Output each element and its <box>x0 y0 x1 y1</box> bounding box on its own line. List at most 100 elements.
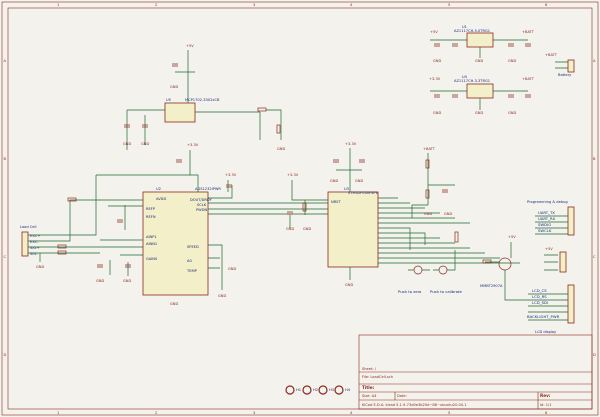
gnd-label: GND <box>424 212 432 216</box>
gnd-label: GND <box>475 59 483 63</box>
col-marker: 4 <box>350 3 353 7</box>
net-nrst: NRST <box>331 200 341 204</box>
gnd-label: GND <box>303 227 311 231</box>
gnd-label: GND <box>218 294 226 298</box>
gnd-label: GND <box>475 111 483 115</box>
row-marker: D <box>4 353 7 357</box>
power-3v3: +3.3V <box>429 77 441 81</box>
lcd-header: LCD_CS LCD_RS LCD_SDI BACKLIGHT_PWR LCD … <box>527 284 575 334</box>
net-a0: A0 <box>187 259 192 263</box>
row-marker: A <box>593 59 596 63</box>
row-marker: B <box>593 157 596 161</box>
row-marker: A <box>4 59 7 63</box>
gnd-label: GND <box>170 85 178 89</box>
net-uart-rx: UART_RX <box>538 216 556 221</box>
gnd-label: GND <box>228 267 236 271</box>
power-3v3: +3.3V <box>187 143 199 147</box>
ldo-section: U5 MCP1702-3302xCB +5V GND GND GND GND <box>123 44 285 151</box>
net-lcd-cs: LCD_CS <box>532 288 547 293</box>
adc-section: U2 ADS1232IPWR DOUT/DRDY SCLK PWDN AINP1… <box>96 143 330 306</box>
gnd-label: GND <box>123 279 131 283</box>
tb-rev: Rev: <box>540 393 551 398</box>
row-marker: D <box>593 353 596 357</box>
tb-sheet: Sheet: / <box>362 367 377 371</box>
col-marker: 3 <box>253 411 255 415</box>
hole-icon <box>318 385 328 395</box>
zero-button <box>413 265 423 275</box>
mcu-u3 <box>327 191 379 268</box>
batt-sense: +BATT GND GND <box>411 147 455 218</box>
prog-header: Programming & debug UART_TX UART_RX SWDI… <box>527 200 575 236</box>
adc-u2 <box>142 191 209 296</box>
net-dout: DOUT/DRDY <box>190 198 212 202</box>
calibrate-button <box>438 265 448 275</box>
net-sclk: SCLK <box>197 203 207 207</box>
tb-file: File: LoadCell.sch <box>362 375 393 379</box>
col-marker: 2 <box>155 3 157 7</box>
hole-icon <box>302 385 312 395</box>
tb-date: Date: <box>397 394 407 398</box>
net-gain: GAIN0 <box>146 257 158 261</box>
power-batt: +BATT <box>522 30 535 34</box>
loadcell-pin: EXC+ <box>30 233 41 238</box>
hole-icon <box>334 385 344 395</box>
mounting-holes: H1 H2 H3 H4 <box>285 385 351 395</box>
power-3v3: +3.3V <box>287 173 299 177</box>
regulator-u4 <box>466 83 494 99</box>
u3-ref: U3 <box>344 187 349 191</box>
col-marker: 4 <box>350 411 353 415</box>
col-marker: 6 <box>545 411 548 415</box>
u3-value: STM32F030F4Px <box>348 191 379 195</box>
hole-label: H3 <box>329 388 334 392</box>
button-section: Push to zero Push to calibrate MMBT2907A… <box>398 231 567 301</box>
power-5v: +5V <box>508 235 516 239</box>
power-3v3: +3.3V <box>225 173 237 177</box>
gnd-label: GND <box>277 147 285 151</box>
net-refn: REFN <box>146 215 156 219</box>
u4-ref: U4 <box>462 75 468 79</box>
u2-value: ADS1232IPWR <box>195 187 221 191</box>
net-avdd: AVDD <box>156 197 166 201</box>
hole-label: H2 <box>313 388 318 392</box>
hole-icon <box>285 385 295 395</box>
regulator-section: U1 AZ1117CH-5.0TRG1 U4 AZ1117CH-3.3TRG1 … <box>429 25 535 115</box>
battery-connector: Battery +BATT <box>545 53 575 77</box>
row-marker: C <box>593 255 596 259</box>
gnd-label: GND <box>286 227 294 231</box>
hole-label: H4 <box>345 388 351 392</box>
u5-value: MCP1702-3302xCB <box>185 98 220 102</box>
button-zero-label: Push to zero <box>398 289 422 294</box>
power-5v: +5V <box>430 30 438 34</box>
ldo-u5 <box>164 102 196 123</box>
gnd-label: GND <box>123 142 131 146</box>
u1-value: AZ1117CH-5.0TRG1 <box>454 29 490 33</box>
power-batt: +BATT <box>522 77 535 81</box>
power-3v3: +3.3V <box>345 142 357 146</box>
net-backlight: BACKLIGHT_PWR <box>527 314 560 319</box>
net-pwdn: PWDN <box>196 208 207 212</box>
col-marker: 2 <box>155 411 157 415</box>
mcu-section: U3 STM32F030F4Px NRST +3.3V GND GND +3.3… <box>286 142 520 287</box>
col-marker: 6 <box>545 3 548 7</box>
gnd-label: GND <box>96 279 104 283</box>
net-swclk: SWCLK <box>538 228 552 233</box>
gnd-label: GND <box>330 179 338 183</box>
gnd-label: GND <box>36 265 44 269</box>
row-marker: C <box>4 255 7 259</box>
net-lcd-sdi: LCD_SDI <box>532 300 548 305</box>
lcd-body <box>567 284 575 324</box>
net-uart-tx: UART_TX <box>538 210 555 215</box>
button-calibrate-label: Push to calibrate <box>430 289 463 294</box>
u5-ref: U5 <box>166 98 171 102</box>
net-speed: SPEED <box>187 245 199 249</box>
gnd-label: GND <box>508 111 516 115</box>
loadcell-connector: Load Cell EXC+ EXC- SIG+ SIG- GND <box>20 175 100 269</box>
prog-title: Programming & debug <box>527 200 568 204</box>
gnd-label: GND <box>433 111 441 115</box>
col-marker: 5 <box>448 3 450 7</box>
power-batt: +BATT <box>423 147 436 151</box>
net-ainn: AINN1 <box>146 242 157 246</box>
gnd-label: GND <box>141 142 149 146</box>
prog-body <box>567 206 575 236</box>
